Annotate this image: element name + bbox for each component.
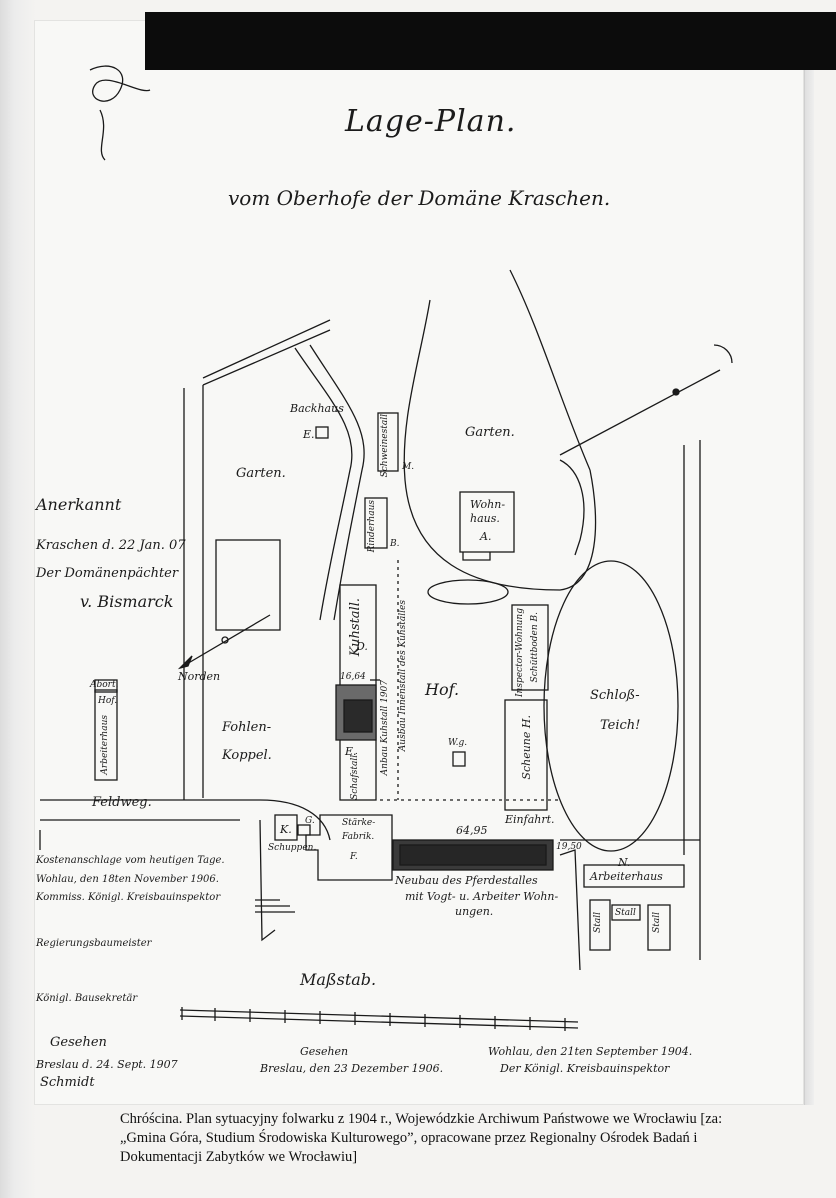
label-neubau-1: Neubau des Pferdestalles bbox=[395, 874, 538, 887]
label-backhaus: Backhaus bbox=[290, 402, 344, 415]
label-neubau-note: Anbau Kuhstall 1907 bbox=[380, 680, 390, 776]
label-schuppen: Schuppen. bbox=[268, 843, 317, 853]
garden-boundary bbox=[403, 299, 597, 591]
label-schuettboden: Schüttboden B. bbox=[530, 612, 540, 683]
label-neubau-2: mit Vogt- u. Arbeiter Wohn- bbox=[405, 890, 559, 903]
note-bausekretaer: Königl. Bausekretär bbox=[36, 993, 138, 1004]
label-stall-1: Stall bbox=[593, 912, 603, 933]
label-wohnhaus-letter: A. bbox=[480, 530, 492, 543]
label-stall-2: Stall bbox=[615, 908, 636, 918]
feldweg-line bbox=[40, 799, 331, 841]
label-schweinestall: Schweinestall bbox=[380, 414, 390, 478]
scheune-building bbox=[504, 699, 548, 811]
note-anerkannt: Anerkannt bbox=[36, 495, 122, 514]
label-dim-1950: 19,50 bbox=[556, 842, 582, 852]
note-kosten-2: Wohlau, den 18ten November 1906. bbox=[36, 874, 219, 885]
arbeiterhaus-n bbox=[583, 864, 685, 888]
note-anerkannt-2: Kraschen d. 22 Jan. 07 bbox=[36, 538, 186, 553]
wohnhaus-building bbox=[459, 491, 515, 553]
label-garten-right: Garten. bbox=[465, 425, 515, 440]
garden-path bbox=[294, 347, 353, 621]
scale-bar bbox=[179, 1007, 579, 1031]
label-schweinestall-letter: M. bbox=[402, 462, 415, 472]
signature-scribble bbox=[89, 65, 151, 161]
label-inneres-note: Ausbau Innenstall des Kuhstalles bbox=[398, 600, 408, 752]
k-building bbox=[274, 814, 298, 841]
plan-title: Lage-Plan. bbox=[345, 104, 517, 139]
label-massstab: Maßstab. bbox=[300, 970, 377, 989]
label-wohnhaus-1: Wohn- bbox=[470, 498, 506, 511]
note-gesehen-b1: Gesehen bbox=[300, 1045, 349, 1058]
label-feldweg: Feldweg. bbox=[92, 795, 152, 810]
label-wg: W.g. bbox=[448, 738, 468, 748]
label-neubau-3: ungen. bbox=[455, 905, 494, 918]
label-kuhstall-letter: D. bbox=[356, 640, 368, 653]
label-left-hof: Hof. bbox=[98, 696, 118, 706]
note-wohlau-1: Wohlau, den 21ten September 1904. bbox=[488, 1045, 693, 1058]
road-top-diagonal bbox=[202, 329, 331, 386]
schloss-teich bbox=[543, 560, 679, 852]
label-schloss-teich-1: Schloß- bbox=[590, 688, 640, 703]
label-norden: Norden bbox=[178, 670, 221, 683]
plan-sheet bbox=[34, 20, 805, 1105]
label-garten-left: Garten. bbox=[236, 466, 286, 481]
label-fohlen-1: Fohlen- bbox=[222, 720, 272, 735]
note-kosten-3: Kommiss. Königl. Kreisbauinspektor bbox=[36, 892, 221, 903]
schweinestall-building bbox=[377, 412, 399, 472]
note-anerkannt-3: Der Domänenpächter bbox=[36, 566, 179, 581]
note-wohlau-2: Der Königl. Kreisbauinspektor bbox=[500, 1062, 670, 1075]
label-rinderhaus: Rinderhaus bbox=[367, 500, 377, 553]
backhaus-building bbox=[315, 426, 329, 439]
scan-top-band bbox=[145, 12, 836, 70]
label-einfahrt: Einfahrt. bbox=[505, 813, 555, 826]
north-line-right bbox=[559, 369, 721, 456]
label-left-arbeiterhaus: Arbeiterhaus bbox=[100, 715, 110, 775]
note-gesehen-2: Breslau d. 24. Sept. 1907 bbox=[36, 1058, 178, 1071]
label-rinderhaus-letter: B. bbox=[390, 539, 400, 549]
rinderhaus-building bbox=[364, 497, 388, 549]
note-kosten-1: Kostenanschlage vom heutigen Tage. bbox=[36, 855, 225, 866]
label-dim-1664: 16,64 bbox=[340, 672, 366, 682]
label-g: G. bbox=[305, 816, 315, 826]
north-arrow-left bbox=[179, 614, 271, 669]
label-hof: Hof. bbox=[425, 680, 460, 699]
label-wohnhaus-2: haus. bbox=[470, 512, 500, 525]
starke-fabrik-building bbox=[305, 814, 393, 881]
label-backhaus-letter: E. bbox=[303, 428, 315, 441]
schuettboden-building bbox=[511, 604, 549, 691]
label-arbeiterhaus: Arbeiterhaus bbox=[590, 870, 663, 883]
left-arbeiterhaus bbox=[94, 689, 118, 781]
label-fohlen-2: Koppel. bbox=[222, 748, 272, 763]
note-anerkannt-4: v. Bismarck bbox=[80, 592, 174, 611]
label-dim-6495: 64,95 bbox=[456, 824, 488, 837]
label-starke-1: Stärke- bbox=[342, 818, 376, 828]
note-gesehen-1: Gesehen bbox=[50, 1035, 107, 1050]
label-scheune: Scheune H. bbox=[520, 715, 533, 780]
label-schafstall: Schafstall. bbox=[350, 752, 360, 800]
note-gesehen-b2: Breslau, den 23 Dezember 1906. bbox=[260, 1062, 444, 1075]
label-schloss-teich-2: Teich! bbox=[600, 718, 641, 733]
figure-caption: Chróścina. Plan sytuacyjny folwarku z 19… bbox=[120, 1111, 723, 1165]
note-gesehen-3: Schmidt bbox=[40, 1075, 95, 1090]
wg-building bbox=[452, 751, 466, 767]
label-stall-3: Stall bbox=[652, 912, 662, 933]
label-schafstall-letter: E. bbox=[345, 745, 357, 758]
label-inspektor: Inspector-Wohnung bbox=[515, 608, 525, 697]
label-n: N. bbox=[618, 856, 631, 869]
small-pond bbox=[427, 579, 509, 605]
label-left-abort: Abort. bbox=[90, 680, 119, 690]
scan-left-edge bbox=[0, 0, 36, 1198]
label-k: K. bbox=[280, 823, 292, 836]
note-regierungsbaumeister: Regierungsbaumeister bbox=[36, 938, 152, 949]
garten-left-bed bbox=[215, 539, 281, 631]
label-starke-letter: F. bbox=[350, 852, 358, 862]
label-starke-2: Fabrik. bbox=[342, 832, 375, 842]
plan-subtitle: vom Oberhofe der Domäne Kraschen. bbox=[228, 186, 611, 210]
